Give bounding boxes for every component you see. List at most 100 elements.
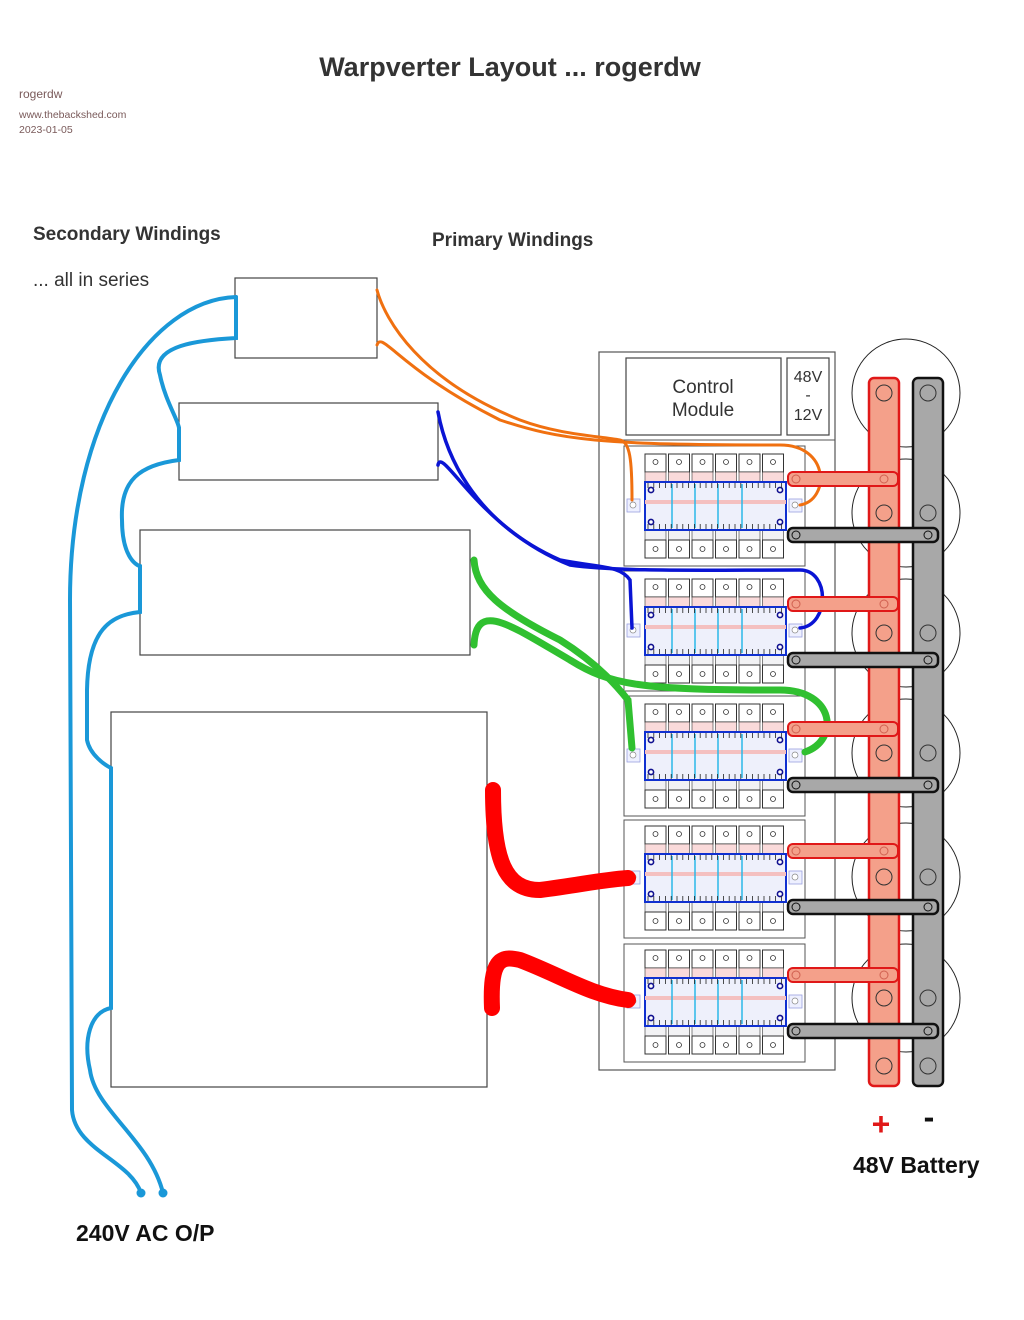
negative-busbar xyxy=(911,376,945,1088)
busbar-hole xyxy=(919,1057,937,1075)
mosfet-tab xyxy=(644,529,667,541)
pcb xyxy=(644,977,787,1027)
mosfet-tab xyxy=(762,596,784,608)
lug-hole xyxy=(791,751,799,759)
secondary-t4-out xyxy=(85,766,165,1195)
mosfet-tab xyxy=(644,1025,667,1037)
mosfet-tab xyxy=(644,779,667,791)
terminal-screw xyxy=(676,709,682,715)
dc-converter-line2: - xyxy=(805,387,810,404)
lug-hole xyxy=(791,626,799,634)
plus-sign: + xyxy=(872,1106,891,1142)
h-bridge-board xyxy=(623,445,806,567)
link-hole xyxy=(791,780,801,790)
date-label: 2023-01-05 xyxy=(19,124,73,136)
secondary-t2-t3 xyxy=(119,426,181,568)
mosfet-tab xyxy=(715,471,737,483)
mount-hole xyxy=(776,643,784,651)
lug-hole xyxy=(791,997,799,1005)
lug-hole xyxy=(629,501,637,509)
primary-windings-heading: Primary Windings xyxy=(432,230,594,251)
mosfet-tab xyxy=(762,779,784,791)
mosfet-tab xyxy=(762,471,784,483)
mosfet-tab xyxy=(715,654,737,666)
lug-hole xyxy=(629,751,637,759)
terminal-screw xyxy=(746,831,753,837)
mosfet-tab xyxy=(715,901,737,913)
negative-link-bar xyxy=(786,651,940,669)
link-hole xyxy=(791,599,801,609)
terminal-screw xyxy=(723,918,729,924)
h-bridge-board xyxy=(623,570,806,692)
terminal-screw xyxy=(699,709,706,715)
mosfet-tab xyxy=(762,721,784,733)
secondary-windings-heading: Secondary Windings xyxy=(33,224,221,245)
h-bridge-board xyxy=(623,819,806,939)
mosfet-tab xyxy=(762,901,784,913)
busbar-hole xyxy=(875,624,893,642)
link-hole xyxy=(879,724,889,734)
h-bridge-boards xyxy=(623,445,806,1063)
mosfet-tab xyxy=(644,967,667,979)
terminal-screw xyxy=(770,796,776,802)
terminal-screw xyxy=(652,546,659,552)
control-module-line1: Control xyxy=(672,377,733,398)
link-hole xyxy=(791,846,801,856)
terminal-screw xyxy=(746,459,753,465)
mount-hole xyxy=(647,736,655,744)
terminal-screw xyxy=(746,918,753,924)
pcb xyxy=(644,853,787,903)
busbar-hole xyxy=(875,868,893,886)
mosfet-tab xyxy=(668,471,690,483)
secondary-t1-t2 xyxy=(156,295,238,430)
mosfet-tab xyxy=(668,901,690,913)
lug-hole xyxy=(791,873,799,881)
busbar-links xyxy=(786,471,940,1040)
mosfet-tab xyxy=(668,596,690,608)
link-hole xyxy=(879,474,889,484)
mosfet-tab xyxy=(644,901,667,913)
positive-link-bar xyxy=(787,721,899,737)
mosfet-tab xyxy=(715,721,737,733)
secondary-t3-t4 xyxy=(85,564,142,770)
busbar-hole xyxy=(919,744,937,762)
negative-link-bar xyxy=(786,1022,940,1040)
mosfet-tab xyxy=(691,779,714,791)
mosfet-tab xyxy=(691,901,714,913)
positive-link-bar xyxy=(787,967,899,983)
mount-hole xyxy=(647,643,655,651)
mosfet-tab xyxy=(691,1025,714,1037)
mount-hole xyxy=(647,982,655,990)
mount-hole xyxy=(647,611,655,619)
mosfet-tab xyxy=(738,529,761,541)
mount-hole xyxy=(647,890,655,898)
mosfet-tab xyxy=(644,471,667,483)
negative-link-bar xyxy=(786,776,940,794)
busbar-hole xyxy=(919,868,937,886)
mosfet-tab xyxy=(644,654,667,666)
primary-wire-orange-b xyxy=(375,340,822,507)
battery-label: 48V Battery xyxy=(853,1152,980,1178)
terminal-screw xyxy=(676,918,682,924)
transformer-1 xyxy=(234,277,378,359)
terminal-screw xyxy=(699,831,706,837)
terminal-screw xyxy=(676,459,682,465)
link-hole xyxy=(791,655,801,665)
mosfet-tab xyxy=(738,721,761,733)
terminal-screw xyxy=(770,709,776,715)
busbar-hole xyxy=(875,989,893,1007)
h-bridge-board xyxy=(623,943,806,1063)
mosfet-tab xyxy=(691,471,714,483)
mosfet-tab xyxy=(715,596,737,608)
mount-hole xyxy=(776,768,784,776)
primary-wire-green-b xyxy=(470,617,831,756)
mosfet-tab xyxy=(644,843,667,855)
mosfet-tab xyxy=(668,779,690,791)
mount-hole xyxy=(647,486,655,494)
minus-sign: - xyxy=(924,1099,935,1135)
busbar-hole xyxy=(919,384,937,402)
terminal-screw xyxy=(770,955,776,961)
terminal-screw xyxy=(699,1042,706,1048)
terminal-screw xyxy=(652,671,659,677)
